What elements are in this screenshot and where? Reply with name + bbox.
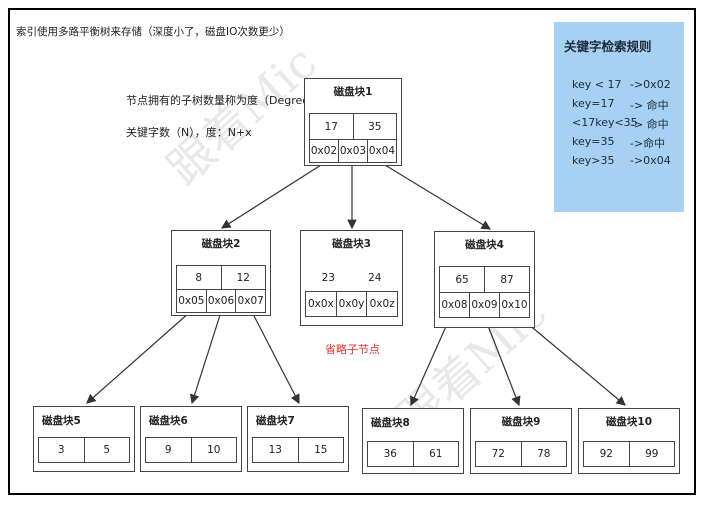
pointer-cell: 0x08 bbox=[441, 299, 468, 311]
key-row: 23 24 bbox=[305, 265, 398, 291]
pointer-cell: 0x0y bbox=[335, 292, 367, 316]
rule-condition: key=35 bbox=[572, 135, 615, 148]
key-cell: 13 bbox=[268, 444, 282, 456]
rule-row: key=35 ->命中 bbox=[572, 135, 665, 150]
disk-block-6: 磁盘块6 9 10 bbox=[140, 406, 242, 472]
key-cell: 36 bbox=[383, 448, 397, 460]
key-row: 8 12 bbox=[176, 265, 266, 289]
block-title: 磁盘块9 bbox=[501, 416, 541, 428]
rule-row: key>35 ->0x04 bbox=[572, 154, 671, 167]
omitted-children-label: 省略子节点 bbox=[325, 343, 380, 356]
disk-block-1: 磁盘块1 17 35 0x02 0x03 0x04 bbox=[304, 78, 402, 166]
key-cell: 72 bbox=[491, 448, 505, 460]
edge-b4-b8 bbox=[410, 312, 453, 407]
pointer-cell: 0x07 bbox=[235, 290, 265, 312]
rule-row: <17key<35 -> 命中 bbox=[572, 116, 669, 131]
block-title: 磁盘块4 bbox=[465, 239, 504, 251]
pointer-cell: 0x06 bbox=[205, 290, 236, 312]
key-cell: 35 bbox=[352, 114, 397, 139]
pointer-cell: 0x0x bbox=[307, 298, 334, 310]
disk-block-3: 磁盘块3 23 24 0x0x 0x0y 0x0z bbox=[300, 230, 403, 326]
key-cell: 3 bbox=[57, 444, 65, 456]
key-row: 9 10 bbox=[145, 437, 237, 463]
pointer-cell: 0x04 bbox=[367, 140, 396, 162]
block-title: 磁盘块3 bbox=[332, 238, 371, 250]
key-cell: 17 bbox=[324, 120, 338, 133]
key-cell: 9 bbox=[164, 444, 172, 456]
key-row: 36 61 bbox=[367, 441, 459, 467]
rule-row: key=17 -> 命中 bbox=[572, 97, 669, 112]
key-cell: 5 bbox=[83, 438, 130, 462]
key-row: 92 99 bbox=[583, 441, 675, 467]
key-cell: 92 bbox=[599, 448, 613, 460]
rules-panel-title: 关键字检索规则 bbox=[564, 39, 652, 54]
rule-condition: key>35 bbox=[572, 154, 615, 167]
key-cell: 99 bbox=[628, 442, 675, 466]
disk-block-2: 磁盘块2 8 12 0x05 0x06 0x07 bbox=[171, 230, 271, 316]
block-title: 磁盘块1 bbox=[333, 86, 373, 98]
key-row: 13 15 bbox=[252, 437, 344, 463]
block-title: 磁盘块2 bbox=[201, 238, 241, 250]
key-cell: 8 bbox=[195, 271, 203, 284]
key-cell: 10 bbox=[190, 438, 237, 462]
edge-b2-b5 bbox=[86, 311, 191, 404]
rule-condition: key < 17 bbox=[572, 78, 622, 91]
rule-condition: key=17 bbox=[572, 97, 615, 110]
rule-row: key < 17 ->0x02 bbox=[572, 78, 671, 91]
key-cell: 65 bbox=[455, 273, 469, 286]
degree-note: 节点拥有的子树数量称为度（Degree） bbox=[126, 94, 321, 107]
pointer-row: 0x0x 0x0y 0x0z bbox=[305, 291, 398, 317]
disk-block-10: 磁盘块10 92 99 bbox=[578, 408, 680, 474]
rule-result: ->命中 bbox=[630, 137, 666, 150]
key-row: 17 35 bbox=[309, 113, 397, 139]
disk-block-4: 磁盘块4 65 87 0x08 0x09 0x10 bbox=[434, 231, 535, 328]
block-title: 磁盘块10 bbox=[605, 416, 653, 428]
pointer-cell: 0x03 bbox=[338, 140, 367, 162]
disk-block-5: 磁盘块5 3 5 bbox=[33, 406, 135, 472]
key-cell: 87 bbox=[484, 267, 529, 292]
key-cell: 23 bbox=[321, 272, 335, 284]
edge-b2-b6 bbox=[189, 311, 222, 405]
pointer-row: 0x02 0x03 0x04 bbox=[309, 139, 397, 163]
key-row: 65 87 bbox=[439, 266, 530, 292]
edge-b1-b4 bbox=[384, 164, 492, 230]
pointer-cell: 0x09 bbox=[469, 293, 499, 317]
disk-block-7: 磁盘块7 13 15 bbox=[247, 406, 349, 472]
rule-condition: <17key<35 bbox=[572, 116, 638, 129]
key-cell: 15 bbox=[297, 438, 344, 462]
rule-result: ->0x02 bbox=[630, 78, 671, 91]
edge-b4-b9 bbox=[482, 312, 521, 407]
key-cell: 61 bbox=[412, 442, 459, 466]
pointer-row: 0x05 0x06 0x07 bbox=[176, 289, 266, 313]
key-cell: 12 bbox=[220, 266, 266, 289]
pointer-cell: 0x10 bbox=[499, 293, 529, 317]
disk-block-8: 磁盘块8 36 61 bbox=[362, 408, 464, 474]
block-title: 磁盘块7 bbox=[256, 415, 295, 427]
pointer-cell: 0x0z bbox=[366, 292, 397, 316]
edge-b1-b2 bbox=[220, 164, 322, 229]
edge-b4-b10 bbox=[514, 312, 626, 406]
key-row: 3 5 bbox=[38, 437, 130, 463]
block-title: 磁盘块5 bbox=[42, 415, 81, 427]
rule-result: -> 命中 bbox=[630, 118, 669, 131]
pointer-cell: 0x05 bbox=[178, 295, 205, 307]
rule-result: ->0x04 bbox=[630, 154, 671, 167]
disk-block-9: 磁盘块9 72 78 bbox=[470, 408, 572, 474]
search-rules-panel: 关键字检索规则 key < 17 ->0x02 key=17 -> 命中 <17… bbox=[554, 22, 684, 212]
rule-result: -> 命中 bbox=[630, 99, 669, 112]
block-title: 磁盘块8 bbox=[371, 417, 410, 429]
diagram-heading: 索引使用多路平衡树来存储（深度小了，磁盘IO次数更少） bbox=[16, 26, 290, 38]
pointer-cell: 0x02 bbox=[310, 145, 338, 157]
pointer-row: 0x08 0x09 0x10 bbox=[439, 292, 530, 318]
key-cell: 24 bbox=[368, 272, 382, 284]
key-row: 72 78 bbox=[475, 441, 567, 467]
block-title: 磁盘块6 bbox=[149, 415, 188, 427]
keys-note: 关键字数（N），度：N+x bbox=[126, 126, 252, 139]
key-cell: 78 bbox=[520, 442, 567, 466]
edge-b2-b7 bbox=[251, 311, 300, 405]
